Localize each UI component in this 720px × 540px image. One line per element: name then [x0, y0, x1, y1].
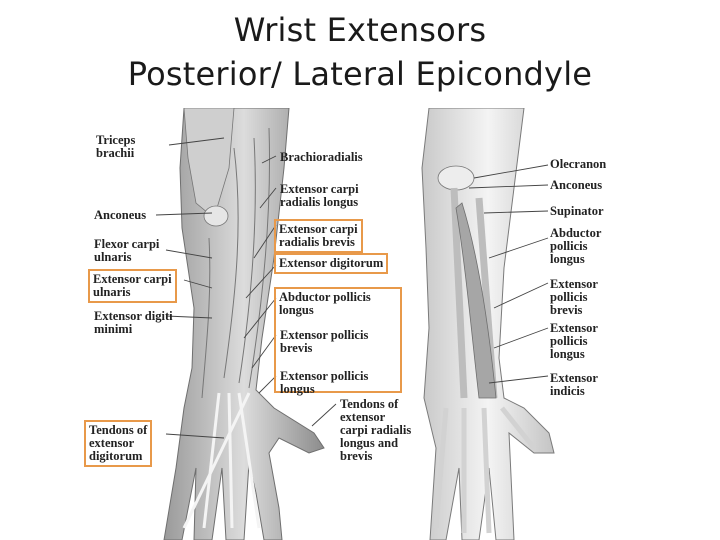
label-extensor-pollicis-longus-left: Extensor pollicis longus — [280, 369, 369, 396]
label-extensor-digiti-minimi: Extensor digiti minimi — [94, 309, 173, 336]
label-abductor-pollicis-longus-right: Abductor pollicis longus — [550, 226, 602, 266]
muscle-striation-2 — [238, 137, 256, 384]
olecranon-shape — [203, 205, 229, 227]
tendon-2 — [227, 392, 234, 529]
label-supinator: Supinator — [550, 204, 604, 218]
label-triceps-brachii: Triceps brachii — [96, 133, 136, 160]
slide-title: Wrist Extensors Posterior/ Lateral Epico… — [0, 8, 720, 96]
tendon-3 — [237, 392, 261, 529]
label-ecr-longus: Extensor carpi radialis longus — [280, 182, 359, 209]
muscle-striation-4 — [201, 237, 211, 399]
label-extensor-digitorum: Extensor digitorum — [274, 253, 389, 274]
muscle-striation-3 — [248, 127, 271, 389]
leader-lines — [155, 137, 549, 439]
label-tendons-extensor-digitorum: Tendons of extensor digitorum — [84, 420, 153, 467]
label-extensor-pollicis-longus-right: Extensor pollicis longus — [550, 321, 598, 361]
forearm-illustration — [155, 108, 555, 540]
ulna-shape — [450, 187, 468, 399]
muscle-striation-1 — [223, 147, 239, 379]
label-tendons-ecr: Tendons of extensor carpi radialis longu… — [340, 397, 412, 463]
label-olecranon: Olecranon — [550, 157, 607, 171]
label-extensor-indicis: Extensor indicis — [550, 371, 598, 398]
label-flexor-carpi-ulnaris: Flexor carpi ulnaris — [94, 237, 160, 264]
label-extensor-pollicis-brevis-left: Extensor pollicis brevis — [280, 328, 369, 355]
label-anconeus-right: Anconeus — [550, 178, 603, 192]
tendon-1 — [202, 392, 221, 529]
tendon-4 — [182, 392, 251, 529]
label-extensor-pollicis-brevis-right: Extensor pollicis brevis — [550, 277, 598, 317]
left-forearm — [163, 108, 325, 540]
forearm-diagram: Triceps brachii Anconeus Flexor carpi ul… — [84, 108, 636, 540]
title-line-2: Posterior/ Lateral Epicondyle — [127, 55, 593, 93]
deep-muscle-shape — [455, 202, 497, 399]
hand-bone-4 — [500, 406, 536, 450]
hand-bone-3 — [481, 407, 492, 534]
label-ecr-brevis: Extensor carpi radialis brevis — [274, 219, 363, 253]
title-line-1: Wrist Extensors — [233, 11, 487, 49]
label-abductor-pollicis-longus-left: Abductor pollicis longus — [274, 287, 402, 393]
label-extensor-carpi-ulnaris: Extensor carpi ulnaris — [88, 269, 177, 303]
olecranon-bone-shape — [437, 165, 475, 191]
label-anconeus-left: Anconeus — [94, 208, 147, 222]
label-brachioradialis: Brachioradialis — [280, 150, 363, 164]
hand-bone-1 — [433, 407, 449, 529]
right-forearm — [421, 108, 555, 540]
